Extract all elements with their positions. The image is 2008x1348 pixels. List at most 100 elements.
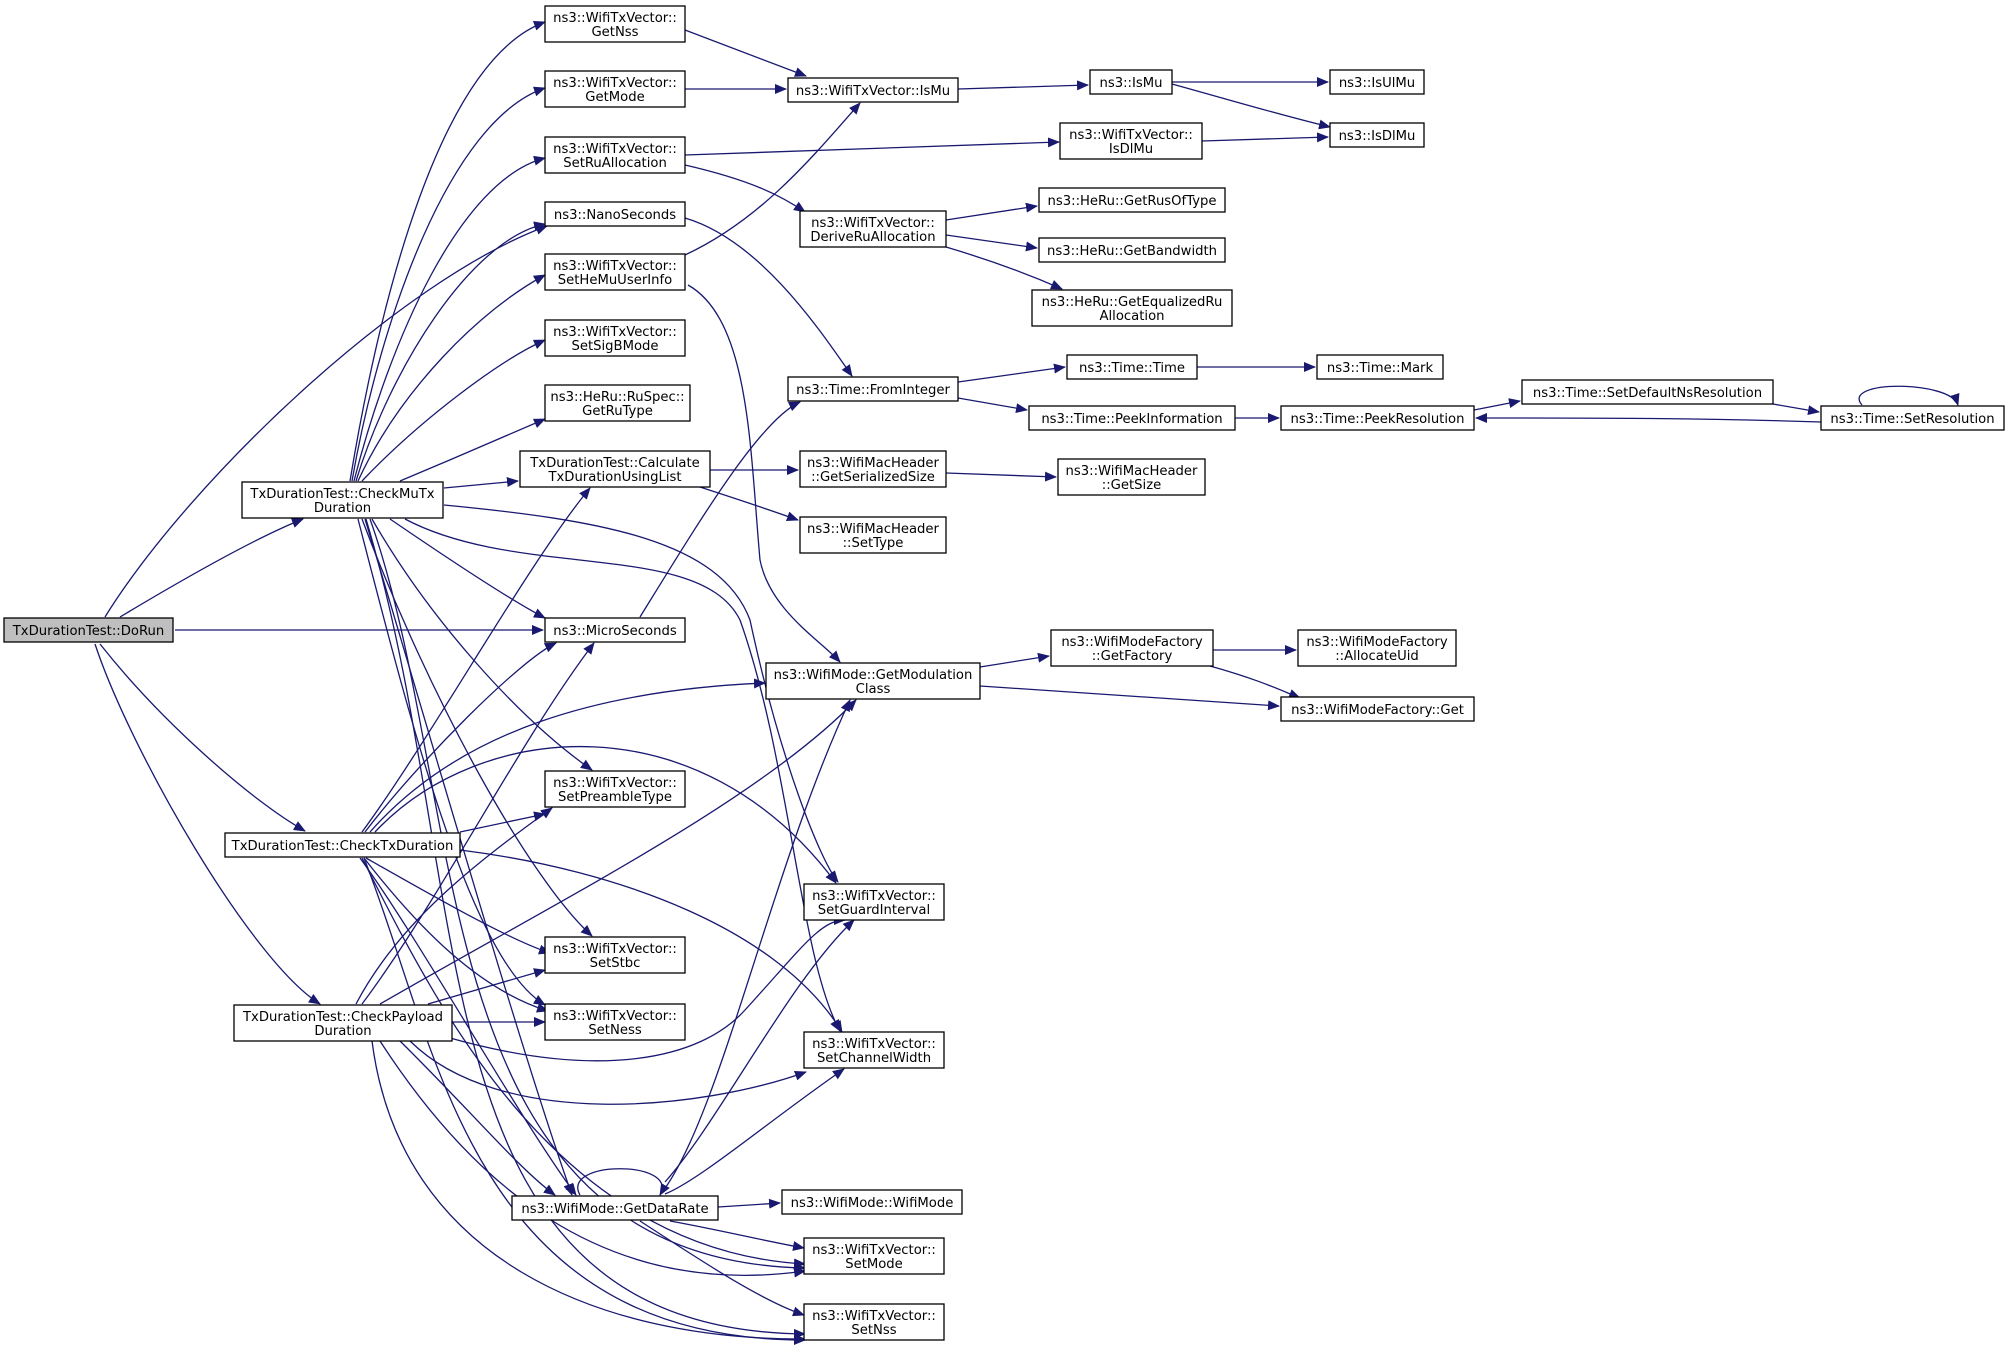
node-label: SetStbc xyxy=(590,956,641,971)
node-box xyxy=(1050,629,1214,667)
edge-NsIsMu-to-IsDlMu xyxy=(1171,83,1331,130)
node-GetMode[interactable]: ns3::WifiTxVector::GetMode xyxy=(544,70,686,108)
node-GetSize[interactable]: ns3::WifiMacHeader::GetSize xyxy=(1057,458,1206,496)
node-box xyxy=(544,201,686,227)
node-label: ns3::WifiTxVector:: xyxy=(811,216,935,231)
node-label: TxDurationTest::CheckTxDuration xyxy=(231,839,454,854)
node-label: ns3::WifiTxVector:: xyxy=(553,776,677,791)
node-NsIsMu[interactable]: ns3::IsMu xyxy=(1089,69,1173,95)
node-CheckTxDuration[interactable]: TxDurationTest::CheckTxDuration xyxy=(224,832,461,858)
node-label: SetHeMuUserInfo xyxy=(558,273,672,288)
node-box xyxy=(799,210,947,248)
node-label: ns3::Time::SetResolution xyxy=(1830,412,1994,427)
edge-CheckMuTxDuration-to-NanoSeconds xyxy=(355,221,546,482)
node-Mark[interactable]: ns3::Time::Mark xyxy=(1316,354,1444,380)
node-DoRun[interactable]: TxDurationTest::DoRun xyxy=(3,617,174,643)
edge-GetDataRate-to-SetGuardInterval xyxy=(664,919,855,1183)
node-IsUlMu[interactable]: ns3::IsUlMu xyxy=(1329,69,1425,95)
node-box xyxy=(544,384,691,422)
node-label: ns3::HeRu::RuSpec:: xyxy=(550,390,684,405)
node-label: ns3::WifiTxVector:: xyxy=(553,11,677,26)
node-MicroSeconds[interactable]: ns3::MicroSeconds xyxy=(544,617,686,643)
node-SetChannelWidth[interactable]: ns3::WifiTxVector::SetChannelWidth xyxy=(803,1031,945,1069)
node-SetType[interactable]: ns3::WifiMacHeader::SetType xyxy=(799,516,947,554)
node-label: ns3::WifiModeFactory xyxy=(1306,635,1448,650)
node-box xyxy=(544,136,686,174)
node-GetBandwidth[interactable]: ns3::HeRu::GetBandwidth xyxy=(1038,237,1226,263)
edge-CheckTxDuration-to-GetModulationClass xyxy=(369,678,766,833)
node-GetRuType[interactable]: ns3::HeRu::RuSpec::GetRuType xyxy=(544,384,691,422)
node-label: ns3::Time::PeekInformation xyxy=(1041,412,1222,427)
node-label: SetNss xyxy=(851,1323,896,1338)
edge-CheckMuTxDuration-to-SetSigBMode xyxy=(361,339,546,482)
edge-GetDataRate-to-WifiModeCtor xyxy=(717,1198,781,1209)
edge-CheckMuTxDuration-to-SetMode xyxy=(369,518,806,1273)
edge-GetNss-to-IsMu xyxy=(684,29,807,77)
node-SetStbc[interactable]: ns3::WifiTxVector::SetStbc xyxy=(544,936,686,974)
node-box xyxy=(1280,405,1475,431)
edge-CheckPayloadDuration-to-GetDataRate xyxy=(399,1040,556,1196)
node-PeekResolution[interactable]: ns3::Time::PeekResolution xyxy=(1280,405,1475,431)
edge-CheckPayloadDuration-to-SetNss xyxy=(371,1040,806,1345)
edge-SetDefaultNsResolution-to-SetResolution xyxy=(1772,403,1820,416)
node-TimeCtor[interactable]: ns3::Time::Time xyxy=(1066,354,1198,380)
node-SetPreambleType[interactable]: ns3::WifiTxVector::SetPreambleType xyxy=(544,770,686,808)
node-SetNss[interactable]: ns3::WifiTxVector::SetNss xyxy=(803,1303,945,1341)
edge-CheckTxDuration-to-CalculateTxDurationUsingList xyxy=(361,487,591,833)
node-AllocateUid[interactable]: ns3::WifiModeFactory::AllocateUid xyxy=(1297,629,1457,667)
node-GetDataRate[interactable]: ns3::WifiMode::GetDataRate xyxy=(511,1195,719,1221)
node-label: ns3::WifiMode::GetModulation xyxy=(774,668,973,683)
node-label: ns3::Time::Time xyxy=(1079,361,1185,376)
node-GetFactory[interactable]: ns3::WifiModeFactory::GetFactory xyxy=(1050,629,1214,667)
node-label: SetChannelWidth xyxy=(817,1051,931,1066)
node-label: GetNss xyxy=(591,25,638,40)
node-SetSigBMode[interactable]: ns3::WifiTxVector::SetSigBMode xyxy=(544,319,686,357)
node-SetMode[interactable]: ns3::WifiTxVector::SetMode xyxy=(803,1237,945,1275)
node-IsDlMu[interactable]: ns3::IsDlMu xyxy=(1329,122,1425,148)
node-label: ns3::WifiMode::GetDataRate xyxy=(521,1202,708,1217)
node-box xyxy=(1316,354,1444,380)
node-label: SetGuardInterval xyxy=(818,903,930,918)
node-SetDefaultNsResolution[interactable]: ns3::Time::SetDefaultNsResolution xyxy=(1521,379,1774,405)
node-CalculateTxDurationUsingList[interactable]: TxDurationTest::CalculateTxDurationUsing… xyxy=(519,450,711,488)
edge-GetDataRate-to-SetChannelWidth xyxy=(664,1068,845,1195)
node-box xyxy=(544,5,686,43)
node-SetResolution[interactable]: ns3::Time::SetResolution xyxy=(1820,405,2005,431)
node-label: ns3::WifiModeFactory xyxy=(1061,635,1203,650)
node-SetHeMuUserInfo[interactable]: ns3::WifiTxVector::SetHeMuUserInfo xyxy=(544,253,686,291)
node-label: ns3::WifiMode::WifiMode xyxy=(791,1196,954,1211)
node-PeekInformation[interactable]: ns3::Time::PeekInformation xyxy=(1028,405,1236,431)
edge-NanoSeconds-to-FromInteger xyxy=(684,217,853,377)
node-label: ns3::IsUlMu xyxy=(1339,76,1415,91)
node-GetNss[interactable]: ns3::WifiTxVector::GetNss xyxy=(544,5,686,43)
node-SetGuardInterval[interactable]: ns3::WifiTxVector::SetGuardInterval xyxy=(803,883,945,921)
node-IsDlMuVec[interactable]: ns3::WifiTxVector::IsDlMu xyxy=(1059,122,1203,160)
edge-GetSerializedSize-to-GetSize xyxy=(945,471,1057,482)
node-GetRusOfType[interactable]: ns3::HeRu::GetRusOfType xyxy=(1038,187,1226,213)
node-SetNess[interactable]: ns3::WifiTxVector::SetNess xyxy=(544,1003,686,1041)
node-FactoryGet[interactable]: ns3::WifiModeFactory::Get xyxy=(1280,696,1475,722)
node-GetSerializedSize[interactable]: ns3::WifiMacHeader::GetSerializedSize xyxy=(799,450,947,488)
node-box xyxy=(1329,69,1425,95)
node-DeriveRuAllocation[interactable]: ns3::WifiTxVector::DeriveRuAllocation xyxy=(799,210,947,248)
node-IsMu[interactable]: ns3::WifiTxVector::IsMu xyxy=(787,77,959,103)
edge-CheckMuTxDuration-to-CalculateTxDurationUsingList xyxy=(443,477,519,489)
node-FromInteger[interactable]: ns3::Time::FromInteger xyxy=(787,376,959,402)
node-box xyxy=(1820,405,2005,431)
node-label: ns3::NanoSeconds xyxy=(554,208,676,223)
edge-CheckPayloadDuration-to-GetModulationClass xyxy=(379,699,857,1005)
call-edges xyxy=(94,21,1960,1345)
edge-DoRun-to-CheckTxDuration xyxy=(99,643,306,832)
node-box xyxy=(765,662,981,700)
node-box xyxy=(3,617,174,643)
node-label: TxDurationUsingList xyxy=(547,470,681,485)
node-SetRuAllocation[interactable]: ns3::WifiTxVector::SetRuAllocation xyxy=(544,136,686,174)
node-NanoSeconds[interactable]: ns3::NanoSeconds xyxy=(544,201,686,227)
node-label: TxDurationTest::Calculate xyxy=(529,456,700,471)
node-WifiModeCtor[interactable]: ns3::WifiMode::WifiMode xyxy=(781,1189,963,1215)
